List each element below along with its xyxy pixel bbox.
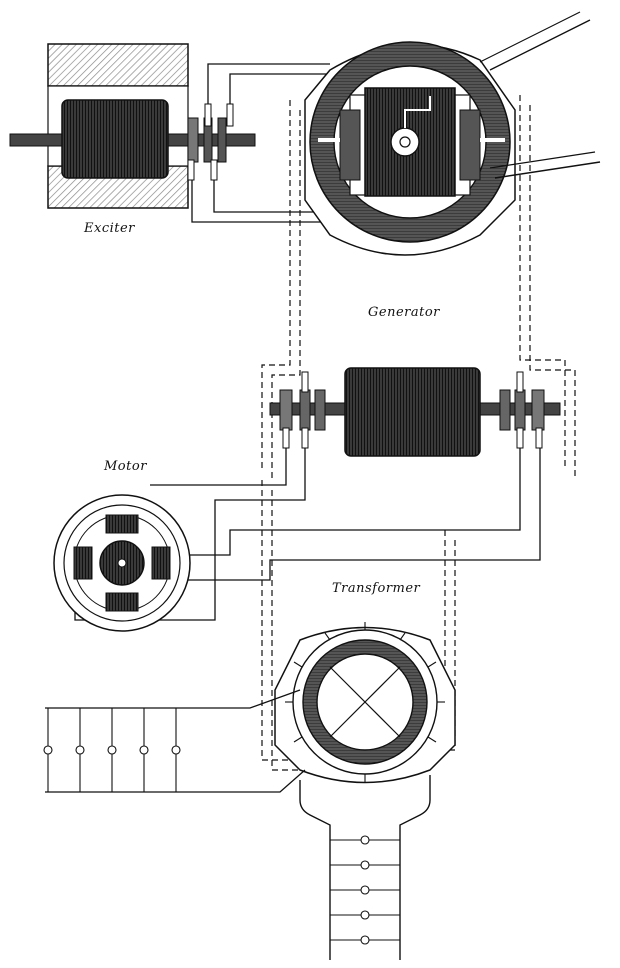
generator-ring bbox=[304, 11, 601, 256]
exciter-armature bbox=[61, 99, 169, 179]
motor-generator-unit bbox=[269, 367, 561, 457]
transformer-label: Transformer bbox=[332, 581, 421, 596]
exciter-housing-top bbox=[47, 43, 189, 87]
motor bbox=[53, 494, 191, 632]
transformer bbox=[274, 622, 456, 784]
exciter bbox=[9, 43, 330, 223]
exciter-label: Exciter bbox=[83, 221, 135, 236]
generator-label: Generator bbox=[368, 305, 440, 320]
dashed-leads-generator bbox=[261, 95, 576, 480]
motor-label: Motor bbox=[103, 459, 147, 474]
bottom-lamp-circuit bbox=[299, 775, 431, 960]
left-lamp-circuit bbox=[43, 689, 306, 793]
motor-leads bbox=[74, 448, 541, 621]
